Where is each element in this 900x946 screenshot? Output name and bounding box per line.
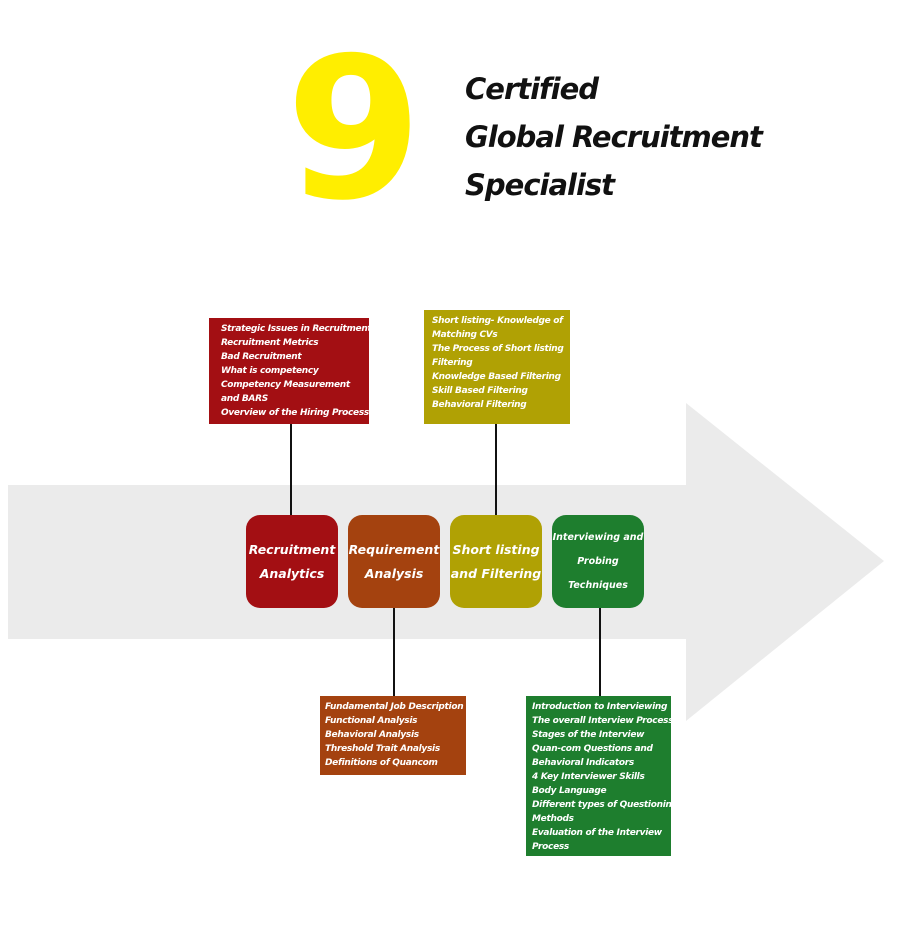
detail-item: Fundamental Job Description bbox=[325, 702, 464, 712]
detail-item: Overview of the Hiring Process bbox=[221, 408, 369, 418]
connector-interviewing bbox=[599, 608, 601, 696]
detail-item: Knowledge Based Filtering bbox=[432, 372, 561, 382]
progress-arrow bbox=[8, 403, 884, 721]
detail-item: Skill Based Filtering bbox=[432, 386, 528, 396]
details-requirement-analysis: Fundamental Job Description Functional A… bbox=[320, 696, 466, 775]
arrow-shape bbox=[8, 403, 884, 721]
details-interviewing: Introduction to Interviewing The overall… bbox=[526, 696, 678, 856]
connector-recruitment-analytics bbox=[290, 424, 292, 515]
detail-item: The Process of Short listing bbox=[432, 344, 564, 354]
detail-item: Stages of the Interview bbox=[532, 730, 645, 740]
detail-item: Definitions of Quancom bbox=[325, 758, 438, 768]
detail-item: Behavioral Indicators bbox=[532, 758, 634, 768]
detail-item: Matching CVs bbox=[432, 330, 498, 340]
detail-item: Introduction to Interviewing bbox=[532, 702, 668, 712]
detail-item: Behavioral Filtering bbox=[432, 400, 527, 410]
title-line-3: Specialist bbox=[465, 168, 615, 202]
detail-item: The overall Interview Process bbox=[532, 716, 674, 726]
detail-item: 4 Key Interviewer Skills bbox=[532, 772, 645, 782]
detail-item: Bad Recruitment bbox=[221, 352, 302, 362]
details-recruitment-analytics: Strategic Issues in Recruitment Recruitm… bbox=[209, 318, 372, 424]
detail-item: and BARS bbox=[221, 394, 268, 404]
stage-interviewing: Interviewing and Probing Techniques bbox=[552, 515, 644, 608]
detail-item: Short listing- Knowledge of bbox=[432, 316, 563, 326]
detail-item: Body Language bbox=[532, 786, 607, 796]
detail-item: Competency Measurement bbox=[221, 380, 350, 390]
detail-item: Evaluation of the Interview bbox=[532, 828, 662, 838]
detail-item: Filtering bbox=[432, 358, 473, 368]
detail-item: Quan-com Questions and bbox=[532, 744, 653, 754]
connector-requirement-analysis bbox=[393, 608, 395, 696]
detail-item: Process bbox=[532, 842, 569, 852]
detail-item: Methods bbox=[532, 814, 574, 824]
connector-short-listing bbox=[495, 424, 497, 515]
detail-item: Threshold Trait Analysis bbox=[325, 744, 440, 754]
detail-item: Strategic Issues in Recruitment bbox=[221, 324, 372, 334]
stage-label: Requirement Analysis bbox=[348, 541, 440, 581]
stage-label: Interviewing and Probing Techniques bbox=[552, 531, 644, 591]
course-number: 9 bbox=[285, 16, 422, 244]
detail-item: Functional Analysis bbox=[325, 716, 418, 726]
detail-item: Different types of Questioning bbox=[532, 800, 678, 810]
detail-item: What is competency bbox=[221, 366, 319, 376]
title-line-2: Global Recruitment bbox=[465, 120, 763, 154]
stage-label: Short listing and Filtering bbox=[450, 541, 542, 581]
details-short-listing: Short listing- Knowledge of Matching CVs… bbox=[424, 310, 570, 424]
detail-item: Recruitment Metrics bbox=[221, 338, 319, 348]
stage-short-listing: Short listing and Filtering bbox=[450, 515, 542, 608]
stage-label: Recruitment Analytics bbox=[248, 541, 336, 581]
title-line-1: Certified bbox=[465, 72, 599, 106]
detail-item: Behavioral Analysis bbox=[325, 730, 419, 740]
stage-recruitment-analytics: Recruitment Analytics bbox=[246, 515, 338, 608]
stage-requirement-analysis: Requirement Analysis bbox=[348, 515, 440, 608]
